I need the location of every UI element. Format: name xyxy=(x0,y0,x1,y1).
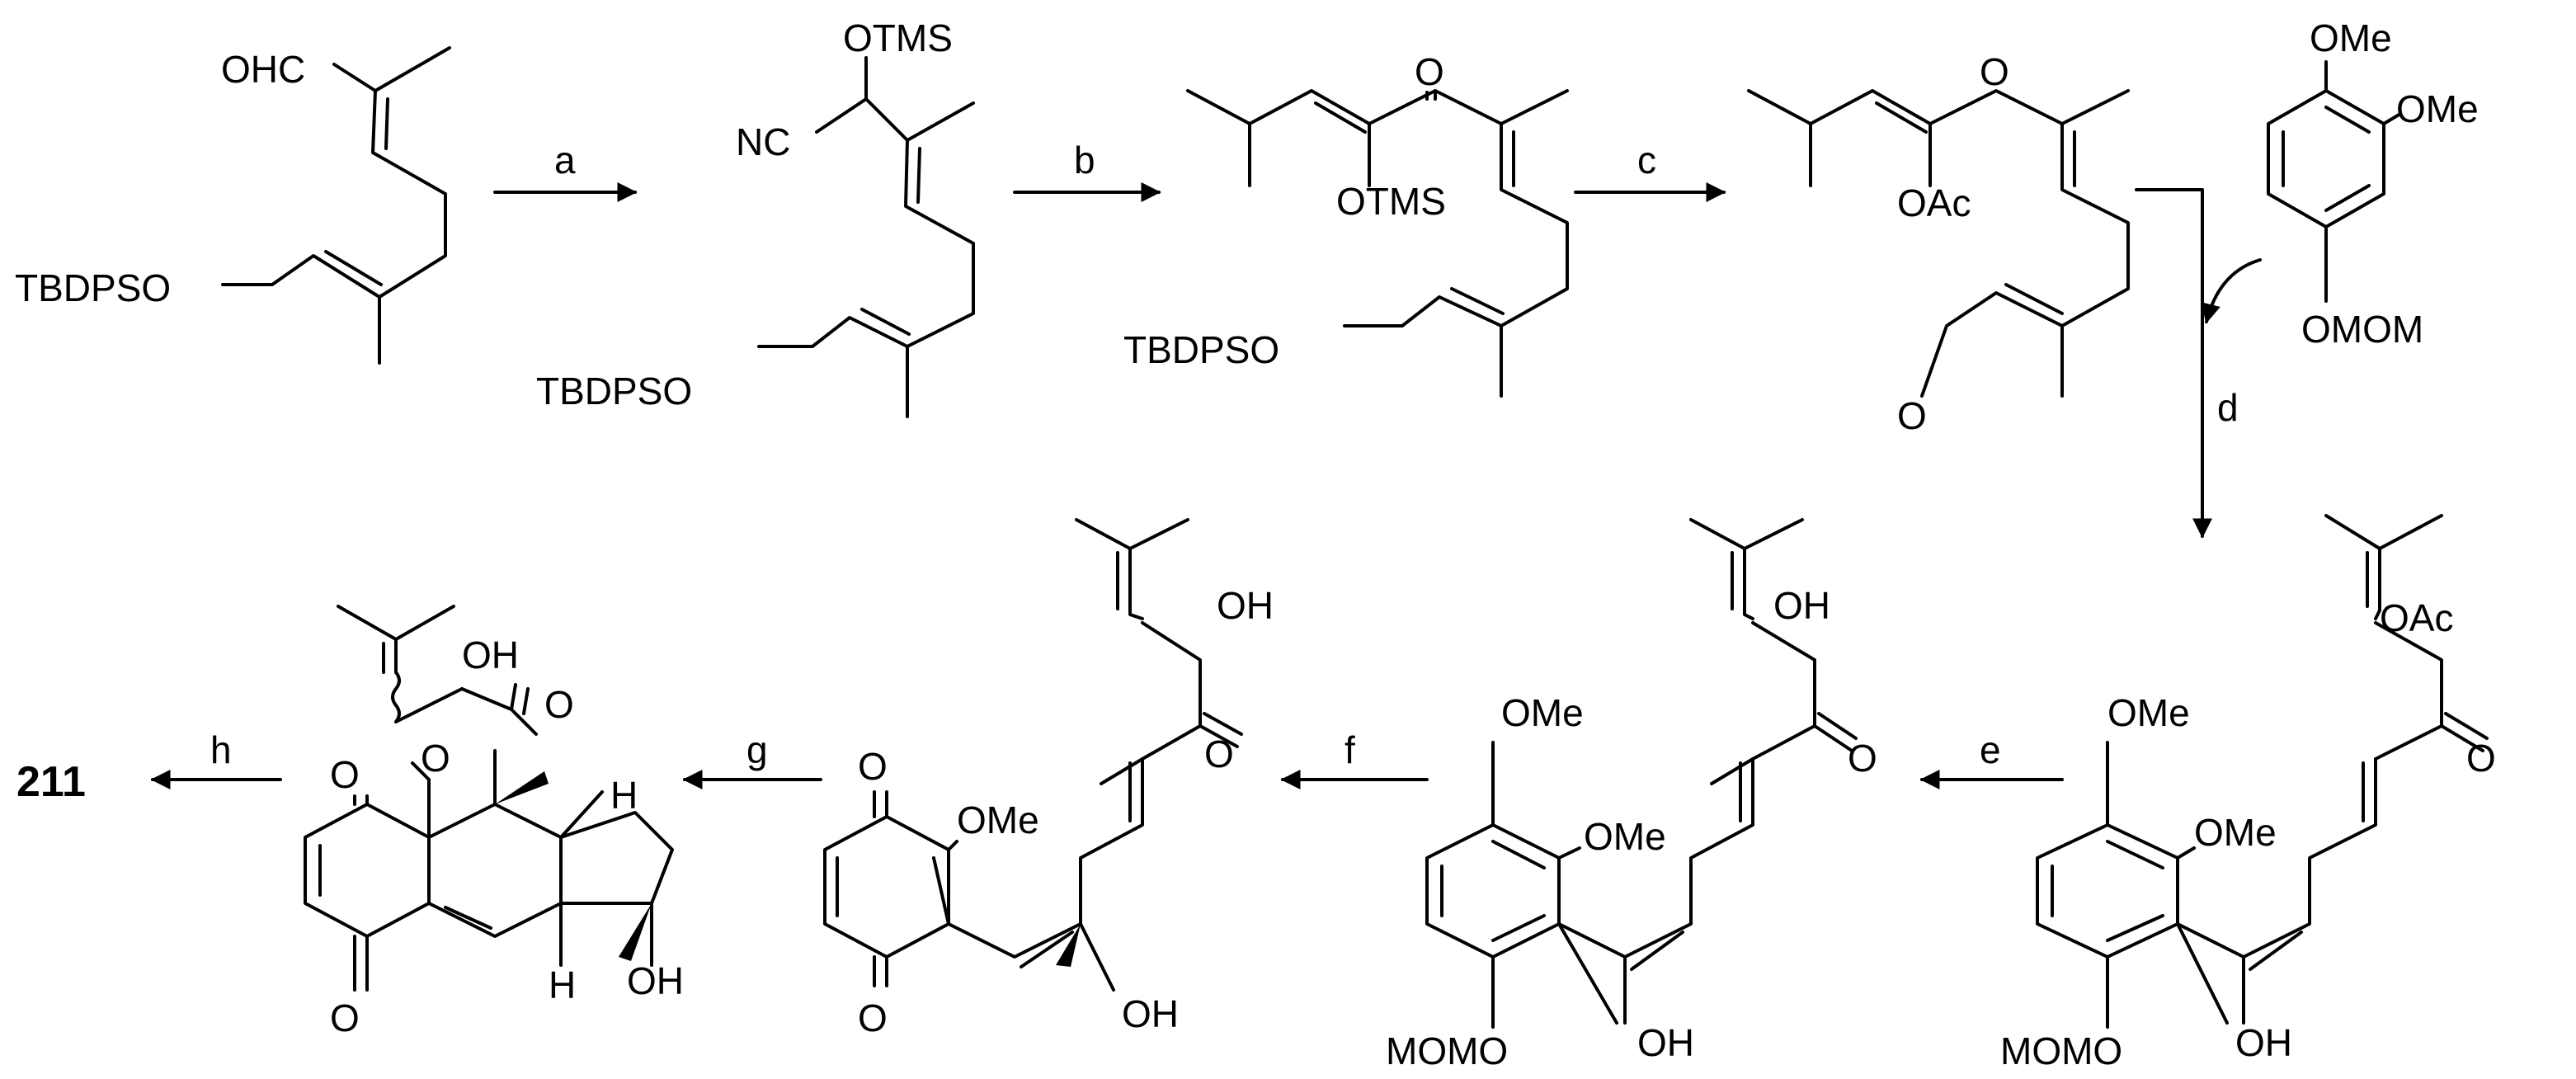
quinone-o-label-7b: O xyxy=(858,997,888,1039)
compound-3-ketone-otms: O OTMS TBDPSO xyxy=(1123,50,1569,398)
oh-label-6b: OH xyxy=(1637,1021,1694,1064)
quinone-o-label-7a: O xyxy=(858,745,888,788)
compound-number-211: 211 xyxy=(16,758,86,806)
step-h-label: h xyxy=(210,728,232,771)
ome-label-7: OMe xyxy=(957,799,1039,841)
step-c-label: c xyxy=(1637,139,1656,181)
aryl-reagent: OMe OMe OMOM xyxy=(2267,16,2479,351)
compound-8-tricyclic: OH O O O O H H OH xyxy=(304,605,684,1039)
step-a-label: a xyxy=(554,139,576,181)
otms-label-2: OTMS xyxy=(843,16,953,59)
oh-label-8a: OH xyxy=(462,634,519,676)
enone-o-label-8a: O xyxy=(330,753,360,796)
ketone-o-label-4: O xyxy=(1980,50,2009,93)
ketone-o-label-3: O xyxy=(1415,50,1444,93)
arrow-b: b xyxy=(1013,139,1161,202)
ome-label-6a: OMe xyxy=(1501,691,1584,734)
oh-label-8b: OH xyxy=(627,959,684,1002)
ketone-o-label-6: O xyxy=(1848,737,1877,780)
step-e-label: e xyxy=(1980,728,2001,771)
ketone-o-label-7: O xyxy=(1204,733,1234,775)
tbdpso-label: TBDPSO xyxy=(15,266,171,309)
omom-label-r: OMOM xyxy=(2301,308,2423,351)
compound-2-cyanohydrin: OTMS NC TBDPSO xyxy=(536,16,975,418)
compound-7-quinone: OH O O O OMe OH xyxy=(823,518,1274,1039)
arrow-d: d xyxy=(2135,188,2262,539)
methoxy-o-label-8: O xyxy=(421,737,450,780)
ohc-label: OHC xyxy=(221,48,305,91)
step-f-label: f xyxy=(1345,728,1355,771)
momo-label-6: MOMO xyxy=(1386,1030,1508,1072)
step-d-label: d xyxy=(2217,386,2239,429)
otms-label-3: OTMS xyxy=(1336,180,1446,223)
nc-label: NC xyxy=(736,120,790,163)
ketone-o-label-8: O xyxy=(544,683,574,726)
ome-label-5a: OMe xyxy=(2107,691,2190,734)
ome-label-r1: OMe xyxy=(2310,16,2392,59)
tbdpso-label-3: TBDPSO xyxy=(1123,328,1279,371)
h-label-8b: H xyxy=(549,964,576,1006)
oac-label-4: OAc xyxy=(1897,181,1971,224)
tbdpso-label-2: TBDPSO xyxy=(536,370,692,412)
oh-label-6a: OH xyxy=(1773,584,1830,627)
step-g-label: g xyxy=(746,728,768,771)
oh-label-5: OH xyxy=(2235,1021,2292,1064)
arrow-a: a xyxy=(493,139,638,202)
h-label-8a: H xyxy=(610,774,638,817)
enone-o-label-8b: O xyxy=(330,997,360,1039)
compound-5-oac-aryl: OAc O OMe OMe MOMO OH xyxy=(2000,514,2496,1072)
momo-label-5: MOMO xyxy=(2000,1030,2122,1072)
step-b-label: b xyxy=(1074,139,1095,181)
ome-label-r2: OMe xyxy=(2396,87,2479,130)
arrow-g: g xyxy=(682,728,822,789)
aldehyde-o-label-4: O xyxy=(1897,394,1927,437)
compound-6-oh-aryl: OH O OMe OMe MOMO OH xyxy=(1386,518,1877,1072)
arrow-e: e xyxy=(1919,728,2064,789)
compound-1-aldehyde: OHC TBDPSO xyxy=(15,46,451,365)
ome-label-5b: OMe xyxy=(2194,811,2277,854)
arrow-f: f xyxy=(1280,728,1429,789)
ome-label-6b: OMe xyxy=(1584,815,1666,858)
arrow-c: c xyxy=(1574,139,1726,202)
oh-label-7b: OH xyxy=(1122,992,1179,1035)
oh-label-7a: OH xyxy=(1217,584,1274,627)
arrow-h: h xyxy=(150,728,282,789)
compound-4-oac-aldehyde: O OAc O xyxy=(1747,50,2130,437)
